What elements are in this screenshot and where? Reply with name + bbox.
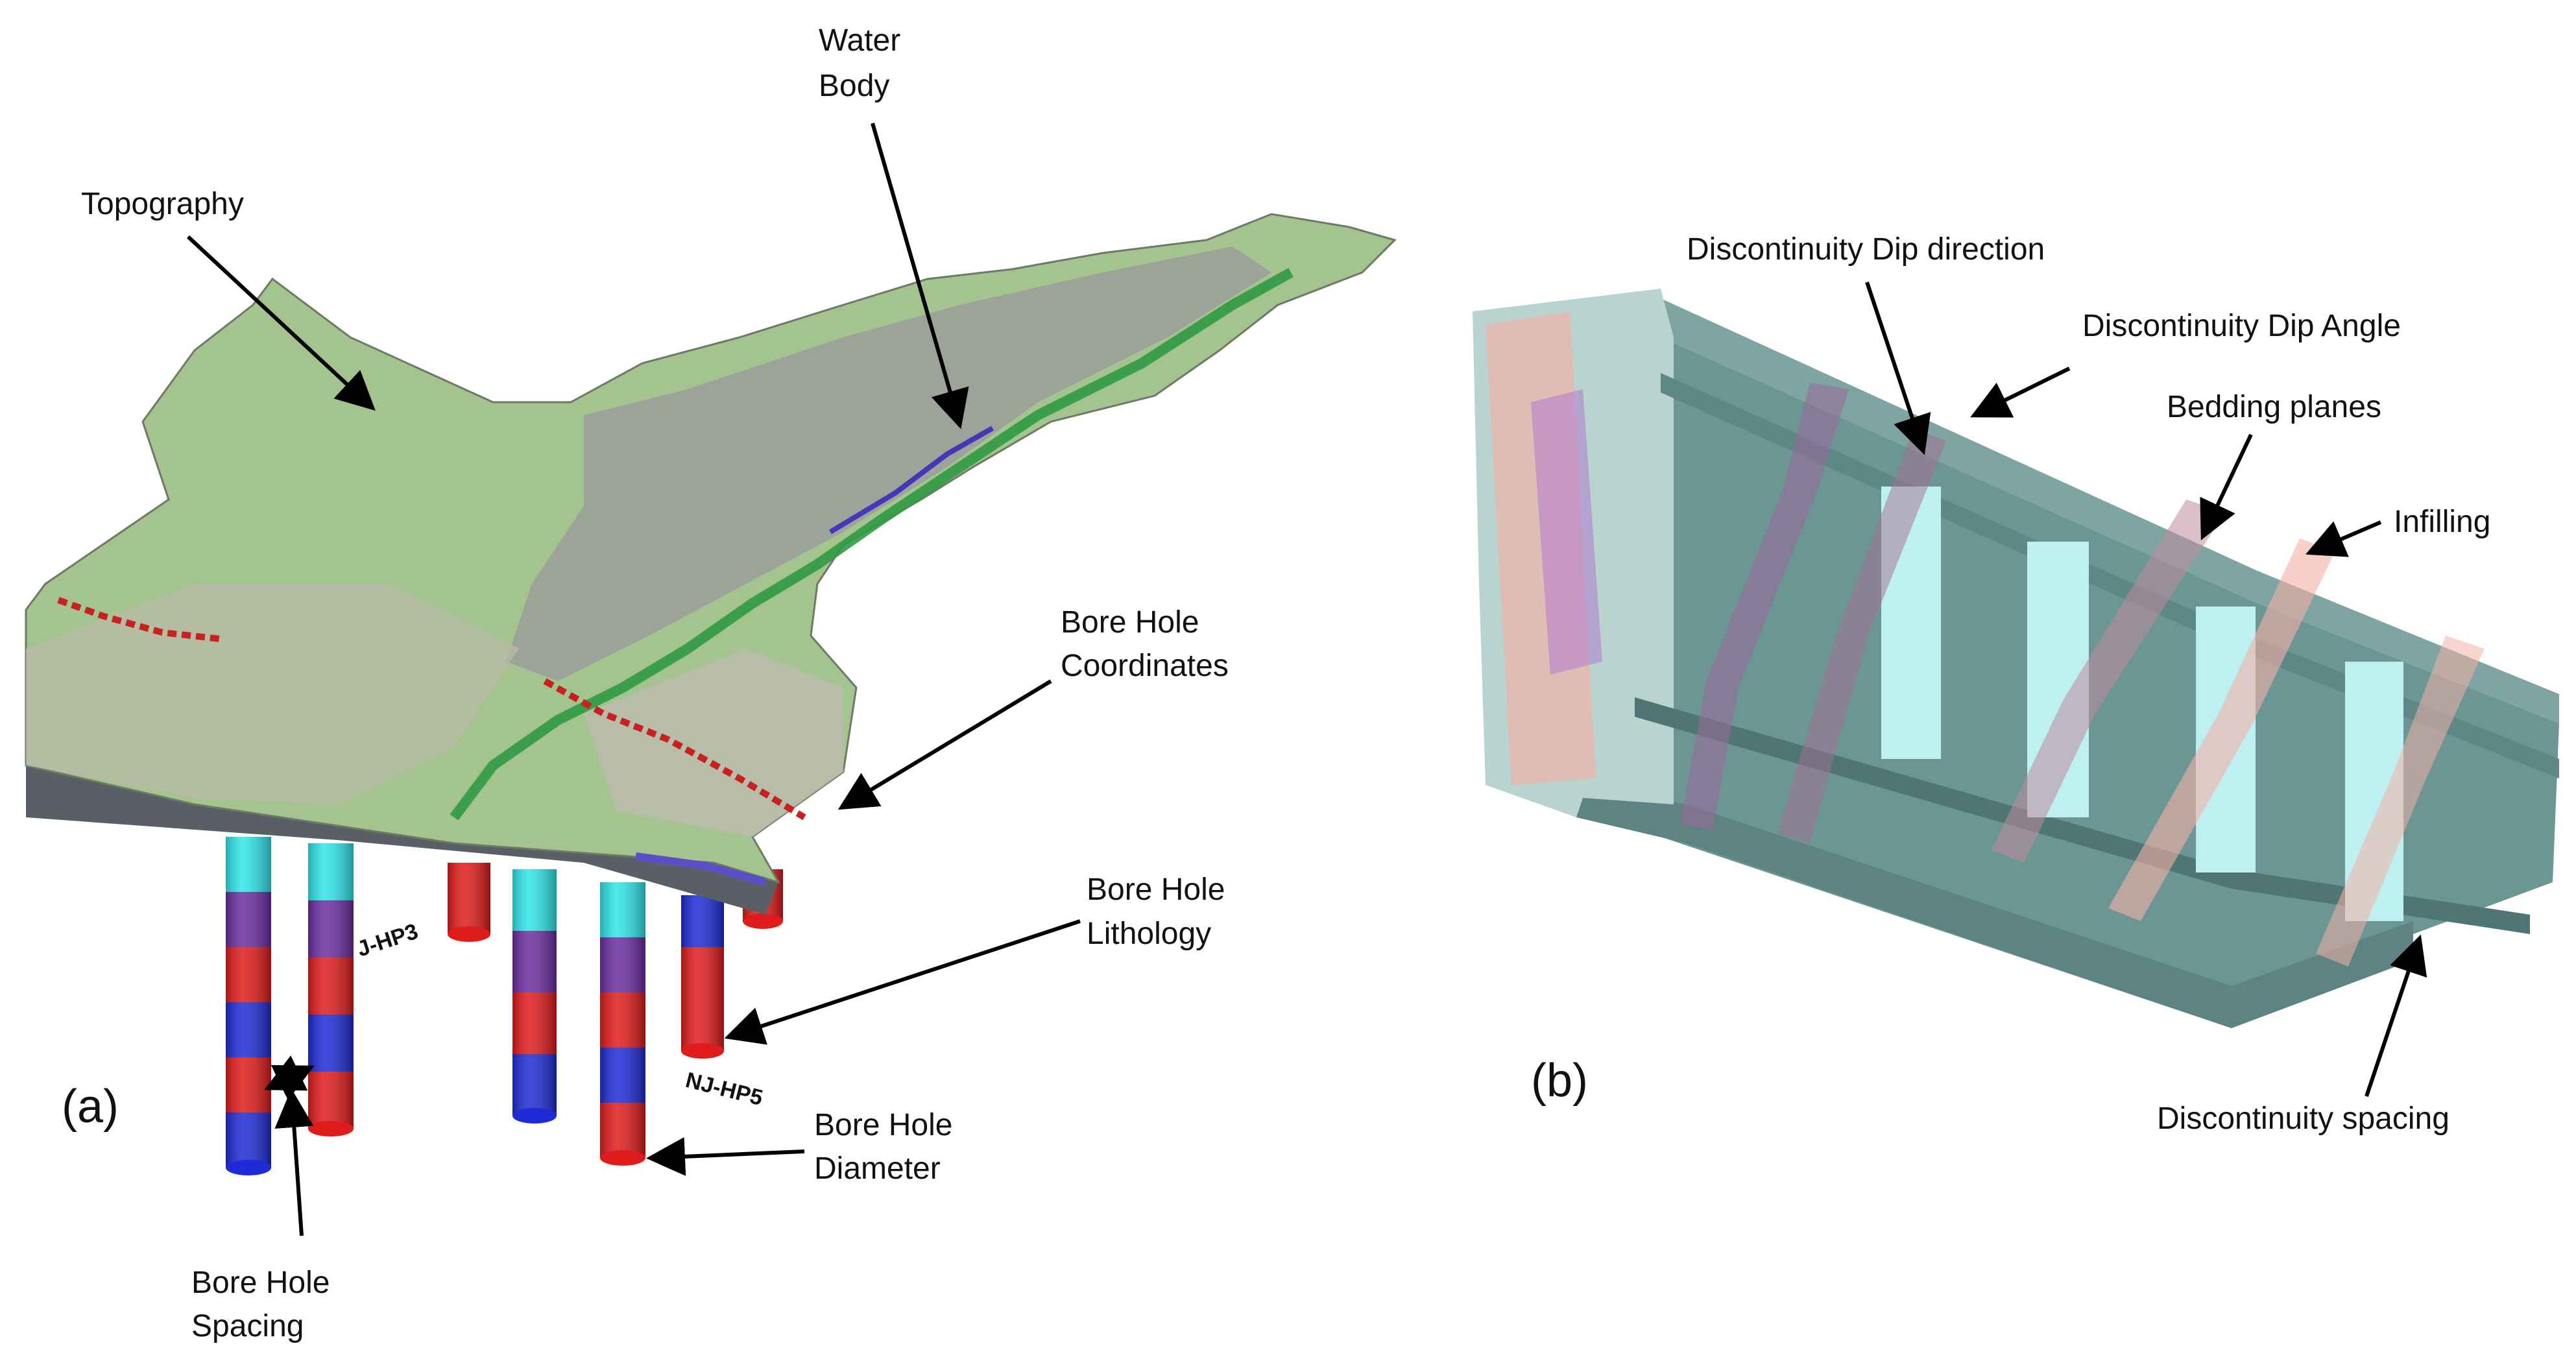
borehole-2-shading: [308, 843, 354, 1129]
label-bore-hole-coordinates-line2: Coordinates: [1061, 649, 1229, 683]
bedding-band-4: [2108, 538, 2335, 921]
arrow-discontinuity-spacing: [2365, 934, 2427, 1097]
borehole-3-bottom-cap: [448, 926, 490, 942]
terrain-edge-purple: [635, 852, 767, 886]
label-bore-hole-diameter-line1: Bore Hole: [814, 1108, 952, 1142]
panel-a: J-HP3 NJ-HP5 Topography Water Body Bore …: [25, 23, 1397, 1343]
arrow-bore-hole-diameter: [646, 1137, 805, 1176]
borehole-1-bottom-cap: [226, 1160, 271, 1175]
terrain-lowland-east: [584, 649, 843, 837]
label-bore-hole-spacing-line2: Spacing: [191, 1309, 304, 1343]
borehole-1-shading: [226, 837, 271, 1168]
terrain-grey-slope: [506, 247, 1271, 681]
bedding-band-3: [1992, 499, 2225, 863]
arrow-bore-hole-spacing: [274, 1088, 314, 1236]
borehole-id-nj-hp5: NJ-HP5: [683, 1068, 765, 1111]
borehole-6-bottom-cap: [681, 1043, 724, 1059]
borehole-4: [512, 869, 557, 1124]
bedding-band-2: [1777, 428, 1946, 843]
label-bore-hole-lithology-line2: Lithology: [1087, 917, 1211, 951]
arrow-spacing-right: [271, 1064, 315, 1100]
block-upper-ledge: [1661, 373, 2559, 778]
arrow-water-body: [871, 123, 969, 429]
terrain-lowland: [26, 584, 519, 804]
arrow-bedding-planes: [2200, 433, 2253, 540]
infill-band-2: [1531, 389, 1602, 675]
label-bore-hole-spacing-line1: Bore Hole: [191, 1266, 330, 1300]
borehole-1: [226, 837, 271, 1175]
borehole-5-bottom-cap: [600, 1150, 645, 1166]
survey-line-east: [543, 678, 806, 821]
label-bore-hole-diameter-line2: Diameter: [814, 1151, 941, 1186]
river-channel: [450, 268, 1294, 821]
arrow-bore-hole-lithology: [724, 919, 1081, 1045]
arrow-dip-angle: [1970, 367, 2071, 418]
water-body-channel: [828, 426, 994, 535]
borehole-3-shading: [448, 863, 490, 934]
block-lower-step: [1576, 782, 2413, 1028]
terrain-underside: [26, 765, 778, 915]
bedding-band-1: [1680, 383, 1849, 830]
arrow-bore-hole-coordinates: [837, 679, 1052, 810]
arrow-infilling: [2305, 520, 2382, 557]
label-bedding-planes: Bedding planes: [2167, 390, 2381, 424]
label-water-body-line1: Water: [819, 23, 900, 58]
arrow-dip-direction: [1865, 282, 1931, 455]
label-discontinuity-spacing: Discontinuity spacing: [2157, 1101, 2450, 1136]
borehole-id-j-hp3: J-HP3: [354, 919, 421, 962]
rock-block-model: [1473, 289, 2559, 1028]
borehole-2-bottom-cap: [308, 1121, 354, 1137]
borehole-4-shading: [512, 869, 557, 1116]
terrain-model: [25, 213, 1397, 915]
borehole-6-shading: [681, 895, 724, 1051]
borehole-7-bottom-cap: [743, 913, 783, 929]
borehole-4-bottom-cap: [512, 1108, 557, 1124]
borehole-3: [448, 863, 490, 942]
panel-b-letter: (b): [1531, 1055, 1588, 1107]
borehole-2: [308, 843, 354, 1137]
borehole-5-shading: [600, 882, 645, 1158]
label-dip-direction: Discontinuity Dip direction: [1687, 232, 2045, 267]
survey-line-west: [57, 597, 221, 642]
label-topography: Topography: [81, 187, 244, 221]
label-water-body-line2: Body: [819, 69, 889, 103]
label-infilling: Infilling: [2394, 505, 2490, 539]
panel-a-letter: (a): [62, 1081, 119, 1133]
label-bore-hole-coordinates-line1: Bore Hole: [1061, 605, 1199, 640]
borehole-6: [681, 895, 724, 1059]
label-bore-hole-lithology-line1: Bore Hole: [1087, 872, 1225, 907]
panel-b: Discontinuity Dip direction Discontinuit…: [1473, 232, 2559, 1136]
borehole-5: [600, 882, 645, 1166]
block-middle-ledge: [1635, 697, 2530, 934]
label-dip-angle: Discontinuity Dip Angle: [2082, 309, 2401, 343]
arrow-topography: [186, 235, 376, 411]
bedding-band-5: [2316, 636, 2485, 967]
arrow-spacing-left: [264, 1055, 308, 1091]
